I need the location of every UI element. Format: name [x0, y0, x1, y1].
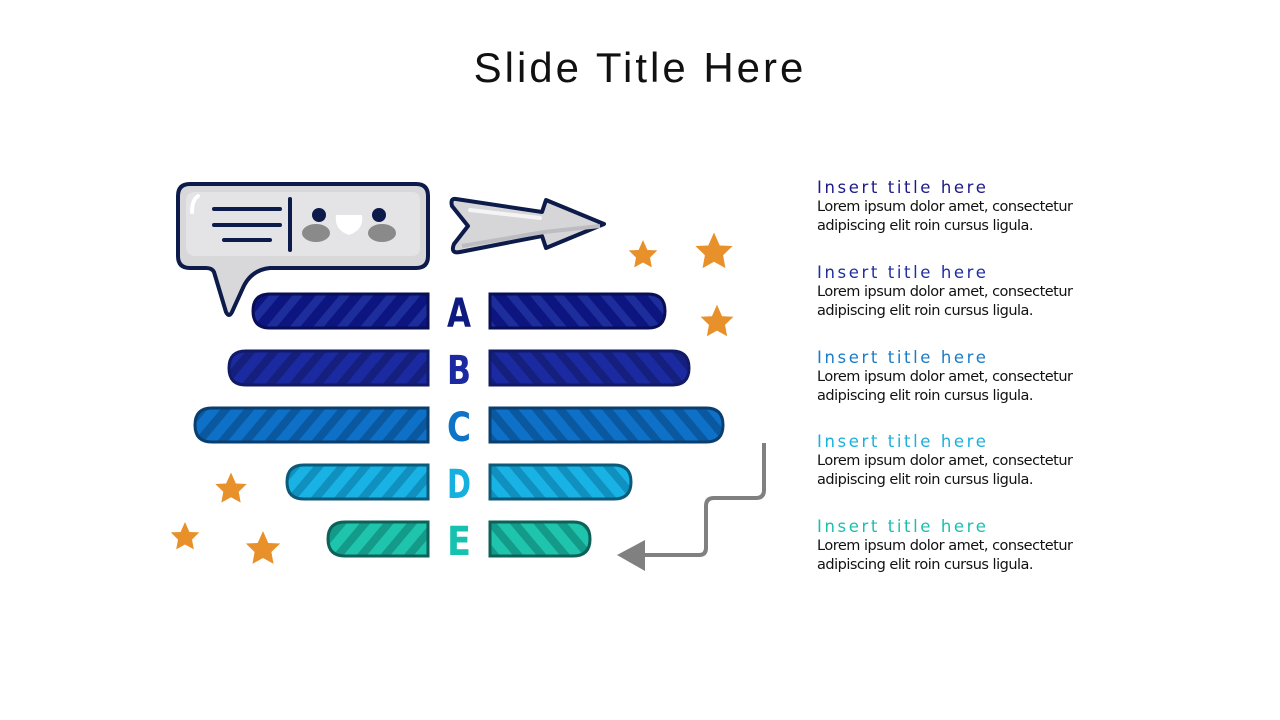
- item-body-line: adipiscing elit roin cursus ligula.: [817, 388, 1034, 404]
- item-title: Insert title here: [817, 178, 989, 197]
- item-title: Insert title here: [817, 432, 989, 451]
- star-icon: [628, 240, 658, 268]
- letter-c: C: [447, 405, 471, 451]
- list-item: Insert title here Lorem ipsum dolor amet…: [817, 517, 1137, 575]
- item-body-line: Lorem ipsum dolor amet, consectetur: [817, 369, 1073, 385]
- list-item: Insert title here Lorem ipsum dolor amet…: [817, 178, 1137, 236]
- item-title: Insert title here: [817, 263, 989, 282]
- letter-e: E: [447, 519, 471, 565]
- letter-d: D: [447, 462, 471, 508]
- list-item: Insert title here Lorem ipsum dolor amet…: [817, 263, 1137, 321]
- letter-b: B: [447, 348, 471, 394]
- bar-row-a: [251, 292, 667, 330]
- star-icon: [245, 531, 281, 564]
- bar-row-c: [193, 406, 725, 444]
- item-body-line: Lorem ipsum dolor amet, consectetur: [817, 538, 1073, 554]
- bar-row-d: [285, 463, 633, 501]
- item-body-line: Lorem ipsum dolor amet, consectetur: [817, 199, 1073, 215]
- item-body-line: adipiscing elit roin cursus ligula.: [817, 472, 1034, 488]
- stars-decoration: [170, 232, 734, 564]
- return-arrow-icon: [617, 443, 766, 571]
- letter-a: A: [447, 291, 471, 337]
- item-body-line: adipiscing elit roin cursus ligula.: [817, 303, 1034, 319]
- star-icon: [215, 472, 247, 503]
- cute-face-icon: [302, 208, 396, 242]
- item-body-line: Lorem ipsum dolor amet, consectetur: [817, 284, 1073, 300]
- pointing-arrow-icon: [449, 196, 606, 255]
- speech-bubble-icon: [176, 182, 430, 317]
- item-title: Insert title here: [817, 348, 989, 367]
- list-item: Insert title here Lorem ipsum dolor amet…: [817, 432, 1137, 490]
- slide-title: Slide Title Here: [473, 44, 807, 91]
- star-icon: [170, 522, 200, 550]
- bar-row-e: [326, 520, 592, 558]
- star-icon: [700, 304, 734, 337]
- item-body-line: Lorem ipsum dolor amet, consectetur: [817, 453, 1073, 469]
- list-item: Insert title here Lorem ipsum dolor amet…: [817, 348, 1137, 406]
- item-title: Insert title here: [817, 517, 989, 536]
- star-icon: [695, 232, 733, 269]
- bar-row-b: [227, 349, 691, 387]
- item-body-line: adipiscing elit roin cursus ligula.: [817, 557, 1034, 573]
- item-body-line: adipiscing elit roin cursus ligula.: [817, 218, 1034, 234]
